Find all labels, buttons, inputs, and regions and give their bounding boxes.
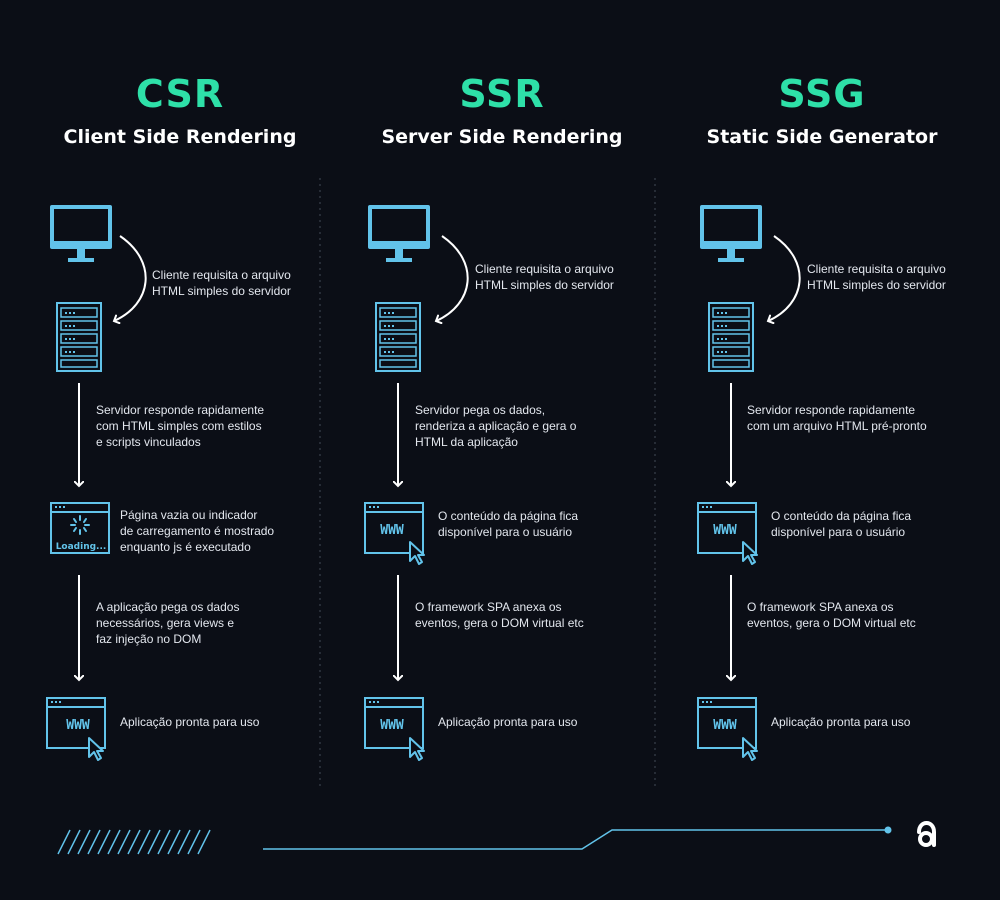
column-subtitle: Client Side Rendering: [63, 126, 297, 148]
step-description: O framework SPA anexa os eventos, gera o…: [415, 600, 584, 630]
cursor-icon: [742, 737, 758, 761]
step-description: O framework SPA anexa os eventos, gera o…: [747, 600, 916, 630]
column-subtitle: Server Side Rendering: [381, 126, 623, 148]
step-description: Aplicação pronta para uso: [120, 715, 260, 729]
cursor-icon: [88, 737, 104, 761]
column-acronym: SSG: [778, 72, 866, 116]
www-label: WWW: [380, 718, 404, 733]
spinner-icon: [70, 515, 90, 535]
loading-label: Loading...: [55, 542, 107, 552]
diagonal-stripes-decoration: [57, 829, 211, 855]
step-description: Aplicação pronta para uso: [771, 715, 911, 729]
column-subtitle: Static Side Generator: [706, 126, 938, 148]
www-label: WWW: [380, 523, 404, 538]
www-label: WWW: [66, 718, 90, 733]
step-description: O conteúdo da página fica disponível par…: [438, 509, 579, 539]
curved-arrow-icon: [436, 235, 469, 321]
www-label: WWW: [713, 523, 737, 538]
monitor-icon: [368, 205, 430, 262]
brand-logo-icon: [917, 821, 936, 847]
step-description: Servidor responde rapidamente com um arq…: [747, 403, 927, 433]
circuit-dot-decoration: [884, 826, 892, 834]
cursor-icon: [409, 737, 425, 761]
monitor-icon: [50, 205, 112, 262]
column-acronym: SSR: [459, 72, 545, 116]
server-icon: [56, 302, 102, 372]
www-label: WWW: [713, 718, 737, 733]
column-acronym: CSR: [135, 72, 225, 116]
step-description: Página vazia ou indicador de carregament…: [120, 508, 275, 554]
server-icon: [375, 302, 421, 372]
cursor-icon: [409, 541, 425, 565]
step-description: Cliente requisita o arquivo HTML simples…: [152, 268, 291, 298]
monitor-icon: [700, 205, 762, 262]
step-description: A aplicação pega os dados necessários, g…: [96, 600, 240, 646]
curved-arrow-icon: [768, 235, 801, 321]
step-description: Cliente requisita o arquivo HTML simples…: [475, 262, 614, 292]
step-description: Servidor pega os dados, renderiza a apli…: [415, 403, 577, 449]
cursor-icon: [742, 541, 758, 565]
step-description: Cliente requisita o arquivo HTML simples…: [807, 262, 946, 292]
step-description: Servidor responde rapidamente com HTML s…: [96, 403, 265, 449]
server-icon: [708, 302, 754, 372]
circuit-line-decoration: [263, 829, 886, 850]
curved-arrow-icon: [114, 235, 147, 321]
step-description: O conteúdo da página fica disponível par…: [771, 509, 912, 539]
step-description: Aplicação pronta para uso: [438, 715, 578, 729]
